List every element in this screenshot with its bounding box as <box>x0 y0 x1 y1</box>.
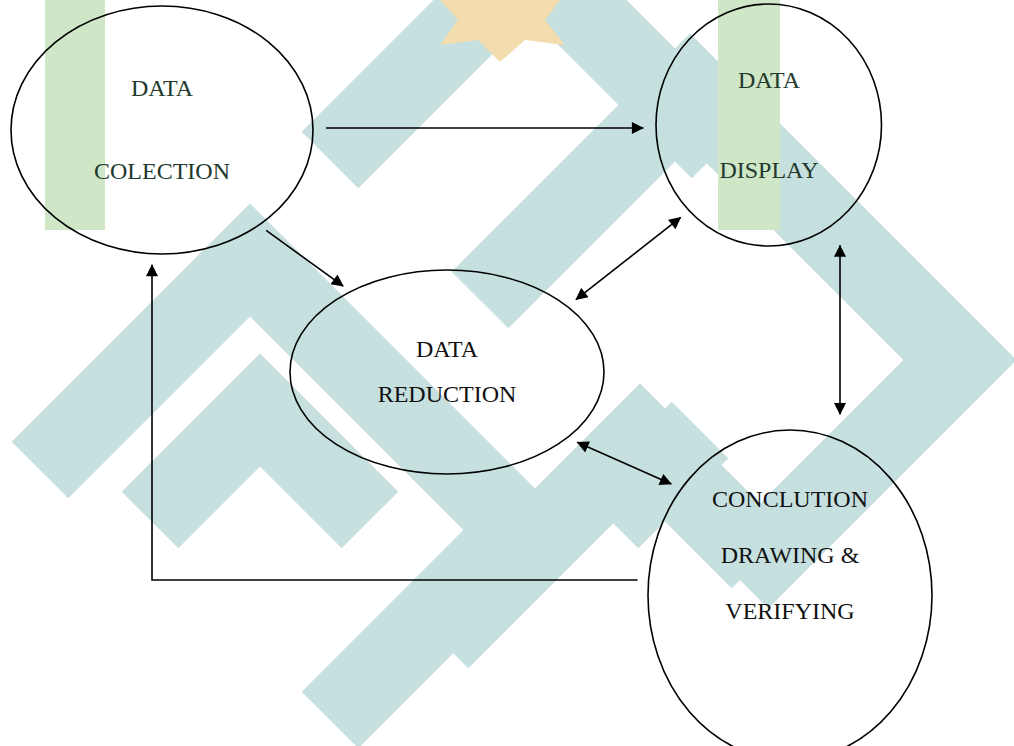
ellipse-border <box>11 6 313 254</box>
watermark-band <box>150 410 370 520</box>
arrow-connector <box>576 217 681 299</box>
ellipse-border <box>656 4 882 246</box>
ellipse-outline <box>289 269 605 475</box>
watermark-star <box>440 0 565 62</box>
watermark-green-band <box>45 0 105 230</box>
watermark-green-band <box>718 0 780 230</box>
ellipse-border <box>648 430 932 746</box>
node-label: DATA REDUCTION <box>367 327 527 417</box>
node-label: CONCLUTION DRAWING & VERIFYING <box>698 471 883 639</box>
arrow-connector <box>152 265 638 580</box>
arrow-connector <box>839 245 841 414</box>
node-text-group: DATA COLECTION <box>82 47 242 213</box>
ellipse-node: DATA DISPLAY <box>655 3 883 247</box>
watermark-band <box>40 260 520 720</box>
node-text-group: DATA REDUCTION <box>367 327 527 417</box>
watermark-band <box>610 430 700 520</box>
ellipse-border <box>290 270 604 474</box>
node-text-group: CONCLUTION DRAWING & VERIFYING <box>698 471 883 639</box>
node-label: DATA DISPLAY <box>694 35 844 215</box>
arrow-connector <box>266 230 343 286</box>
ellipse-node: DATA COLECTION <box>10 5 314 255</box>
node-label: DATA COLECTION <box>82 47 242 213</box>
arrow-connector <box>577 442 671 484</box>
ellipse-outline <box>655 3 883 247</box>
ellipse-node: CONCLUTION DRAWING & VERIFYING <box>647 429 933 746</box>
ellipse-node: DATA REDUCTION <box>289 269 605 475</box>
node-text-group: DATA DISPLAY <box>694 35 844 215</box>
ellipse-outline <box>647 429 933 746</box>
arrow-connector <box>326 127 643 129</box>
watermark-bands <box>40 0 960 720</box>
ellipse-outline <box>10 5 314 255</box>
